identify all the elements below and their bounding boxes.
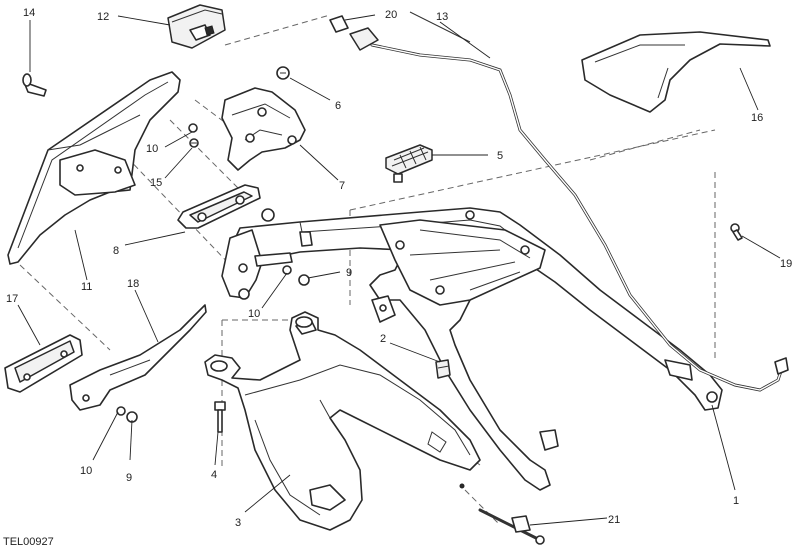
callout-2: 2 bbox=[380, 333, 386, 345]
callout-7: 7 bbox=[339, 180, 345, 192]
fasteners bbox=[116, 123, 310, 423]
callout-labels: 1 2 3 4 5 6 7 8 9 9 10 10 10 11 12 13 14… bbox=[6, 7, 792, 529]
licence-light bbox=[167, 4, 226, 49]
callout-10b: 10 bbox=[248, 308, 260, 320]
callout-15: 15 bbox=[150, 177, 162, 189]
callout-4: 4 bbox=[211, 469, 217, 481]
callout-1: 1 bbox=[733, 495, 739, 507]
callout-17: 17 bbox=[6, 293, 18, 305]
callout-16: 16 bbox=[751, 112, 763, 124]
callout-9b: 9 bbox=[126, 472, 132, 484]
callout-3: 3 bbox=[235, 517, 241, 529]
reflector bbox=[4, 334, 83, 393]
rear-subframe bbox=[221, 207, 723, 491]
rivet bbox=[22, 73, 47, 97]
callout-13: 13 bbox=[436, 11, 448, 23]
mudguard bbox=[204, 311, 481, 531]
rubber-damper bbox=[385, 144, 433, 183]
callout-8: 8 bbox=[113, 245, 119, 257]
screw-6 bbox=[276, 66, 290, 80]
clip bbox=[435, 359, 451, 379]
drawing-code: TEL00927 bbox=[3, 536, 54, 548]
reflector-bracket bbox=[69, 304, 207, 411]
plate-holder bbox=[7, 71, 181, 265]
callout-19: 19 bbox=[780, 258, 792, 270]
callout-20: 20 bbox=[385, 9, 397, 21]
callout-21: 21 bbox=[608, 514, 620, 526]
cable-tie bbox=[459, 483, 545, 545]
callout-6: 6 bbox=[335, 100, 341, 112]
callout-10a: 10 bbox=[146, 143, 158, 155]
screw-19 bbox=[730, 223, 743, 241]
callout-5: 5 bbox=[497, 150, 503, 162]
callout-12: 12 bbox=[97, 11, 109, 23]
license-bracket bbox=[221, 87, 306, 171]
callout-10c: 10 bbox=[80, 465, 92, 477]
callout-11: 11 bbox=[81, 281, 92, 293]
callout-14: 14 bbox=[23, 7, 35, 19]
gasket bbox=[177, 184, 261, 229]
callout-9a: 9 bbox=[346, 267, 352, 279]
wiring-harness bbox=[329, 11, 789, 392]
seat-cowl bbox=[581, 31, 771, 113]
bolt-4 bbox=[214, 401, 226, 433]
callout-18: 18 bbox=[127, 278, 139, 290]
leader-lines bbox=[17, 14, 781, 526]
